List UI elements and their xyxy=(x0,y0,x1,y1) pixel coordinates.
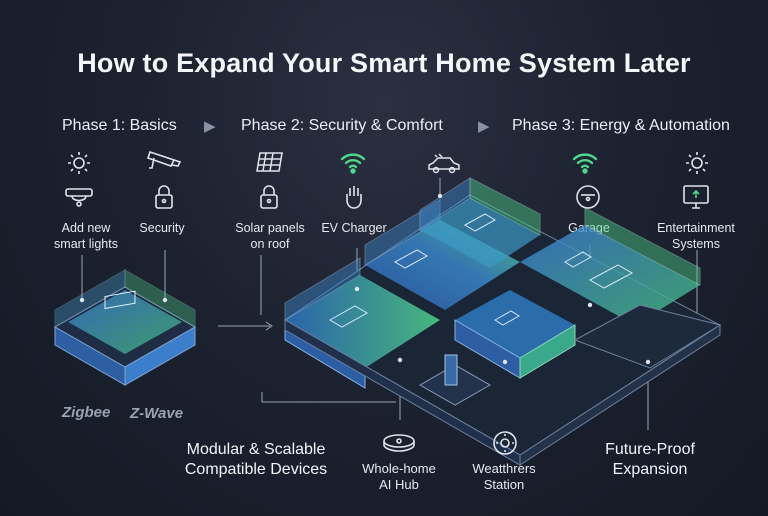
garage-door-icon xyxy=(576,185,600,209)
car-icon xyxy=(428,153,460,174)
solar-panel-icon xyxy=(256,152,283,172)
phase-1-label: Phase 1: Basics xyxy=(62,117,177,134)
chevron-right-icon: ▶ xyxy=(478,118,490,135)
ceiling-light-icon xyxy=(65,188,93,207)
lock-icon xyxy=(155,185,173,209)
tv-icon xyxy=(683,185,709,209)
hand-touch-icon xyxy=(346,186,362,209)
zigbee-logo: Zigbee xyxy=(62,404,111,421)
main-house xyxy=(79,177,722,466)
light-bulb-icon xyxy=(68,152,90,174)
security-label: Security xyxy=(139,221,185,235)
lock-icon xyxy=(260,185,278,209)
phase-3-label: Phase 3: Energy & Automation xyxy=(512,117,730,134)
security-camera-icon xyxy=(146,150,182,169)
ev-charger-label: EV Charger xyxy=(321,221,387,235)
page-title: How to Expand Your Smart Home System Lat… xyxy=(77,48,691,78)
phase-2-label: Phase 2: Security & Comfort xyxy=(241,117,443,134)
ai-hub-icon xyxy=(383,434,415,452)
chevron-right-icon: ▶ xyxy=(204,118,216,135)
weather-station-icon xyxy=(493,431,517,455)
wifi-icon xyxy=(572,153,598,174)
zwave-logo: Z-Wave xyxy=(130,405,184,422)
starter-room xyxy=(53,269,197,386)
light-bulb-icon xyxy=(686,152,708,174)
wifi-icon xyxy=(340,153,366,174)
